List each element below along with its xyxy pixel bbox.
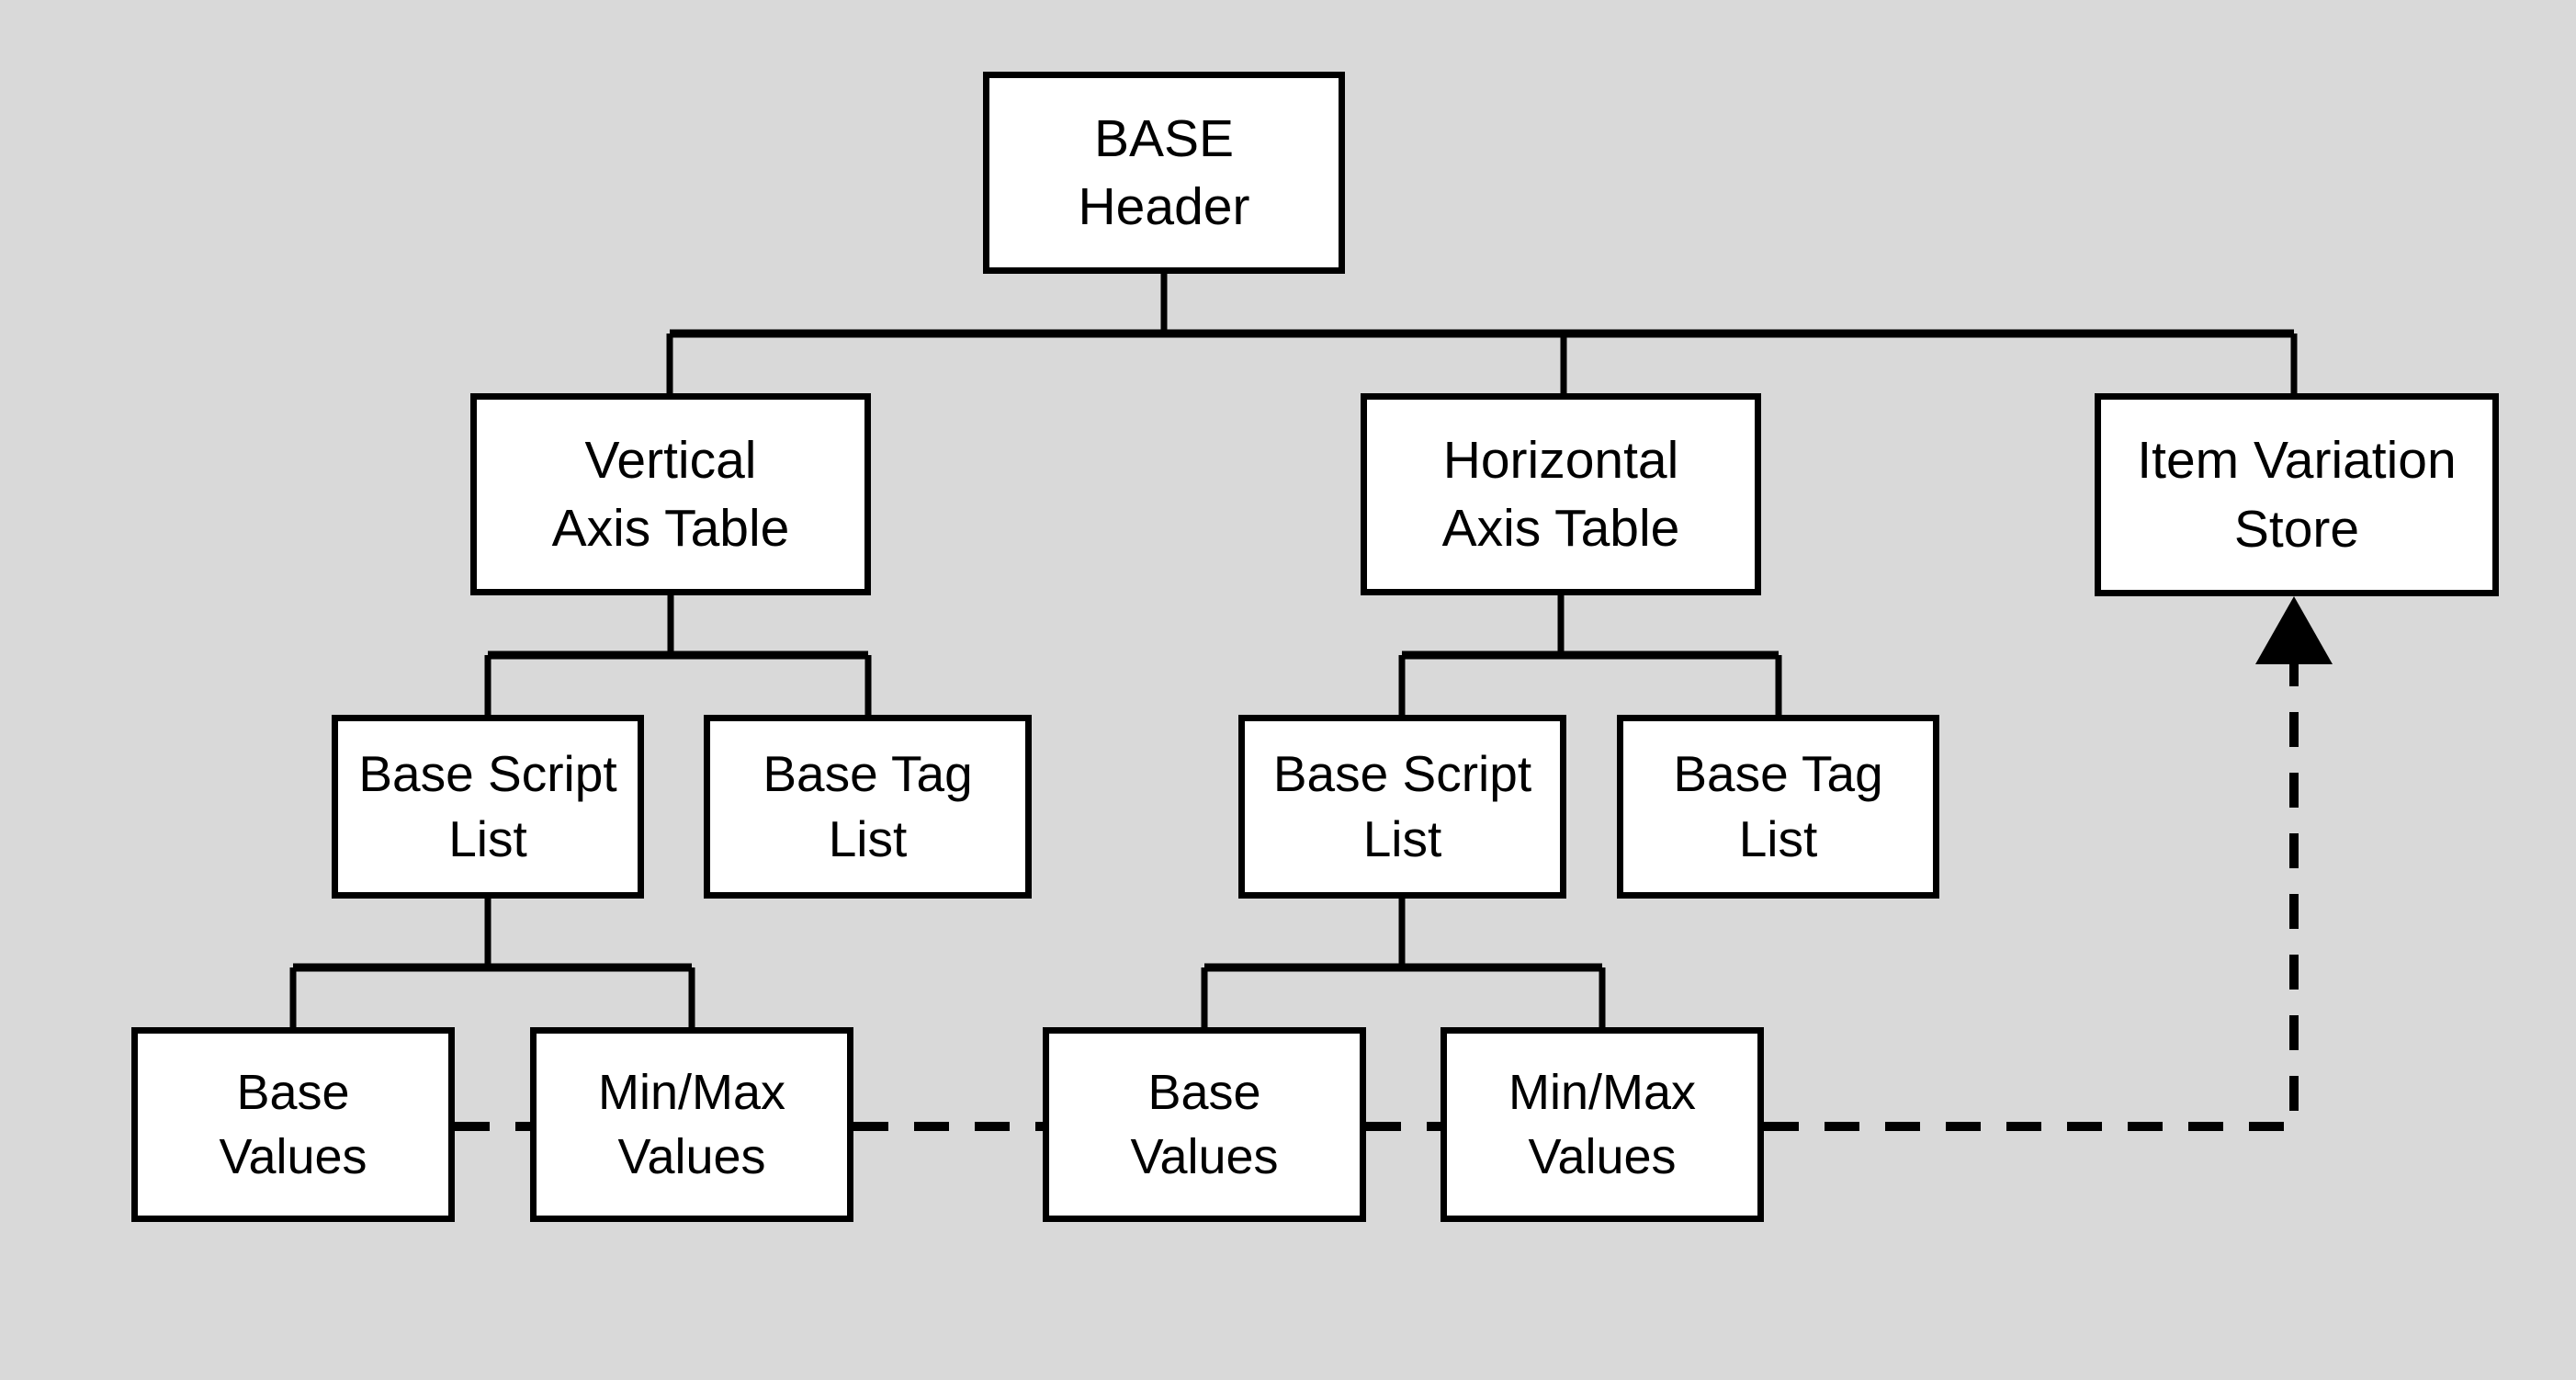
edge-vertical-axis-table-children xyxy=(484,595,872,715)
node-h-min-max-values-line1: Min/Max xyxy=(1508,1064,1697,1120)
node-item-variation-store-line2: Store xyxy=(2233,499,2360,559)
node-v-base-values-line1: Base xyxy=(236,1064,350,1120)
node-base-header[interactable]: BASE Header xyxy=(983,72,1345,274)
node-v-base-script-list-line1: Base Script xyxy=(358,744,617,802)
node-horizontal-axis-table-line1: Horizontal xyxy=(1442,430,1679,490)
node-h-base-tag-list-line2: List xyxy=(1738,810,1818,867)
node-h-base-script-list[interactable]: Base Script List xyxy=(1238,715,1566,899)
node-v-base-script-list-line2: List xyxy=(448,810,527,867)
node-h-base-values[interactable]: Base Values xyxy=(1043,1027,1366,1222)
node-v-base-script-list[interactable]: Base Script List xyxy=(332,715,644,899)
node-v-base-tag-list-line2: List xyxy=(828,810,908,867)
node-vertical-axis-table-line2: Axis Table xyxy=(551,499,790,558)
node-v-base-tag-list[interactable]: Base Tag List xyxy=(704,715,1032,899)
node-h-min-max-values-line2: Values xyxy=(1528,1129,1677,1184)
node-h-base-script-list-line1: Base Script xyxy=(1272,744,1532,802)
node-horizontal-axis-table[interactable]: Horizontal Axis Table xyxy=(1361,393,1761,595)
node-h-base-values-line1: Base xyxy=(1147,1064,1261,1120)
edge-horizontal-axis-table-children xyxy=(1398,595,1782,715)
node-v-base-tag-list-line1: Base Tag xyxy=(763,744,973,802)
node-h-base-tag-list[interactable]: Base Tag List xyxy=(1617,715,1939,899)
node-base-header-line2: Header xyxy=(1078,177,1250,236)
edge-h-base-script-list-children xyxy=(1201,899,1606,1027)
node-vertical-axis-table[interactable]: Vertical Axis Table xyxy=(470,393,871,595)
node-h-base-script-list-line2: List xyxy=(1362,810,1442,867)
node-h-min-max-values[interactable]: Min/Max Values xyxy=(1441,1027,1764,1222)
node-vertical-axis-table-line1: Vertical xyxy=(584,430,757,490)
node-h-base-tag-list-line1: Base Tag xyxy=(1673,744,1883,802)
node-v-min-max-values-line1: Min/Max xyxy=(597,1064,786,1120)
node-item-variation-store[interactable]: Item Variation Store xyxy=(2095,393,2499,596)
node-horizontal-axis-table-line2: Axis Table xyxy=(1441,499,1680,558)
node-v-base-values-line2: Values xyxy=(219,1129,367,1184)
edge-v-base-script-list-children xyxy=(289,899,695,1027)
node-v-min-max-values[interactable]: Min/Max Values xyxy=(530,1027,853,1222)
node-v-min-max-values-line2: Values xyxy=(617,1129,766,1184)
node-v-base-values[interactable]: Base Values xyxy=(131,1027,455,1222)
node-item-variation-store-line1: Item Variation xyxy=(2137,431,2457,491)
node-base-header-line1: BASE xyxy=(1093,108,1235,168)
node-h-base-values-line2: Values xyxy=(1130,1129,1279,1184)
edge-bus xyxy=(666,329,2298,393)
